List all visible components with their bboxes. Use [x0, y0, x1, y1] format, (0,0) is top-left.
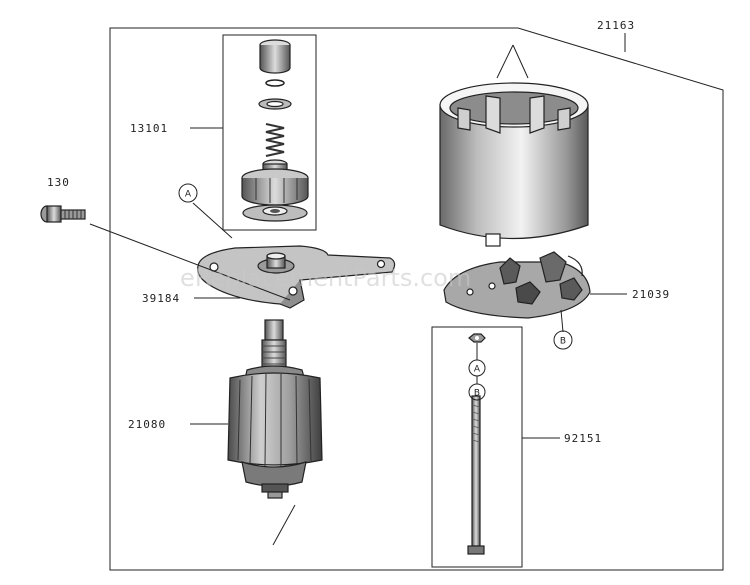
marker-b-upper: B — [553, 330, 573, 350]
callout-21163: 21163 — [597, 19, 635, 32]
brush-holder-part — [443, 251, 591, 319]
diagram-frame — [109, 27, 724, 571]
callout-13101: 13101 — [130, 122, 168, 135]
svg-text:B: B — [474, 389, 480, 399]
svg-text:B: B — [560, 337, 566, 347]
armature-part — [227, 319, 323, 499]
callout-39184: 39184 — [142, 292, 180, 305]
svg-text:A: A — [185, 190, 192, 200]
pinion-kit-frame — [222, 34, 317, 231]
callout-92151: 92151 — [564, 432, 602, 445]
yoke-housing-part — [439, 82, 589, 247]
callout-21039: 21039 — [632, 288, 670, 301]
screw-part — [40, 205, 86, 223]
callout-130: 130 — [47, 176, 70, 189]
watermark-text: eReplacementParts.com — [180, 264, 471, 292]
leader-lines — [89, 33, 627, 546]
spring-coil — [265, 123, 285, 157]
marker-a-upper: A — [178, 183, 198, 203]
svg-text:A: A — [474, 365, 481, 375]
bolt-kit-frame — [431, 326, 523, 568]
pinion-assembly-part — [241, 39, 309, 222]
drive-end-bracket-part — [197, 245, 396, 309]
callout-21080: 21080 — [128, 418, 166, 431]
marker-b-lower: B — [468, 383, 486, 401]
through-bolt-part — [467, 333, 486, 555]
marker-a-lower: A — [468, 359, 486, 377]
